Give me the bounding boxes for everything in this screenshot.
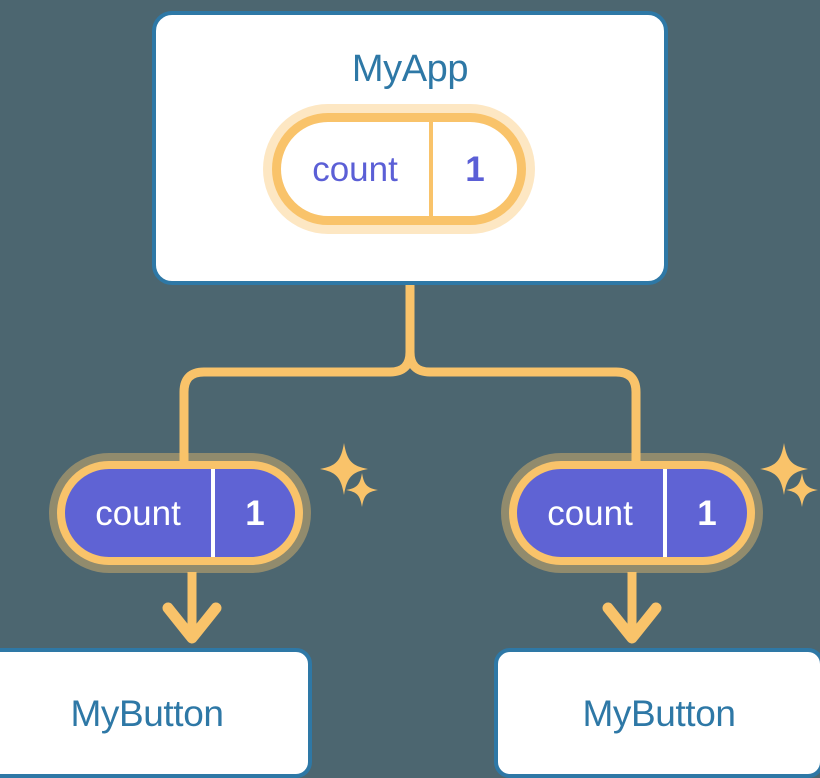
sparkle-small-icon <box>346 473 378 507</box>
sparkle-small-icon <box>786 473 818 507</box>
component-title-mybutton: MyButton <box>70 692 224 734</box>
component-card-mybutton-right[interactable]: MyButton <box>494 648 820 778</box>
state-value: 1 <box>245 493 265 533</box>
state-pill-root[interactable]: count 1 <box>272 113 526 225</box>
state-pill-branch-left[interactable]: count 1 <box>57 461 303 565</box>
state-key: count <box>281 122 433 216</box>
arrow-down-right-icon <box>602 572 662 644</box>
component-card-mybutton-left[interactable]: MyButton <box>0 648 312 778</box>
component-card-myapp[interactable]: MyApp <box>152 11 668 285</box>
state-pill-branch-right[interactable]: count 1 <box>509 461 755 565</box>
branch-connector-left-icon <box>179 281 415 467</box>
state-key: count <box>517 469 667 557</box>
state-pill-body: count 1 <box>509 461 755 565</box>
sparkle-large-icon <box>320 443 368 495</box>
state-pill-body: count 1 <box>57 461 303 565</box>
component-title-myapp: MyApp <box>351 48 469 90</box>
state-pill-body: count 1 <box>272 113 526 225</box>
state-value: 1 <box>697 493 717 533</box>
arrow-down-left-icon <box>162 572 222 644</box>
sparkle-large-icon <box>760 443 808 495</box>
state-key: count <box>65 469 215 557</box>
branch-connector-right-icon <box>405 281 641 467</box>
state-value: 1 <box>465 149 485 189</box>
component-title-mybutton: MyButton <box>582 692 736 734</box>
